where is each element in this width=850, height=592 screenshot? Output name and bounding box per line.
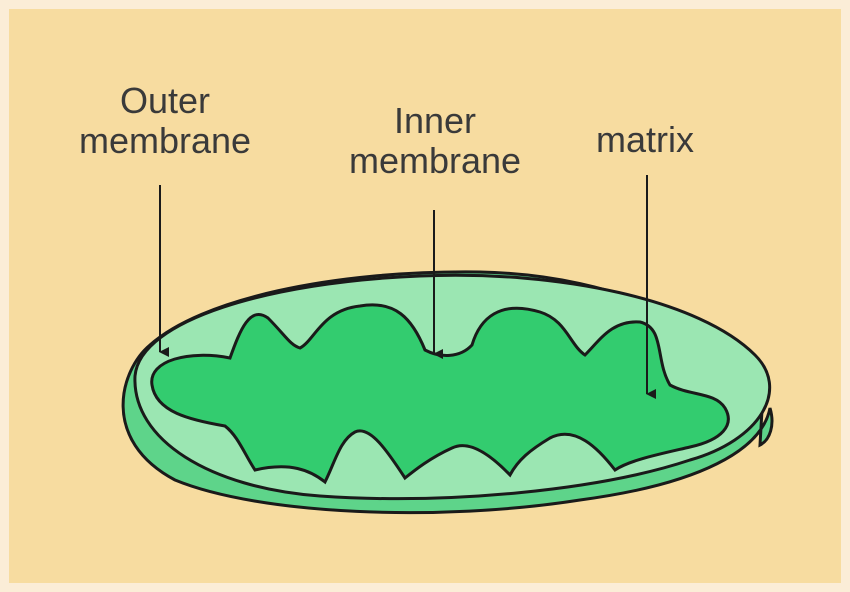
outer-membrane-label: Outer membrane bbox=[40, 81, 290, 161]
outer-membrane-label-line2: membrane bbox=[40, 121, 290, 161]
matrix-label: matrix bbox=[560, 120, 730, 160]
inner-membrane-label-line1: Inner bbox=[310, 101, 560, 141]
outer-membrane-label-line1: Outer bbox=[40, 81, 290, 121]
matrix-label-text: matrix bbox=[560, 120, 730, 160]
inner-membrane-label-line2: membrane bbox=[310, 141, 560, 181]
inner-membrane-label: Inner membrane bbox=[310, 101, 560, 181]
